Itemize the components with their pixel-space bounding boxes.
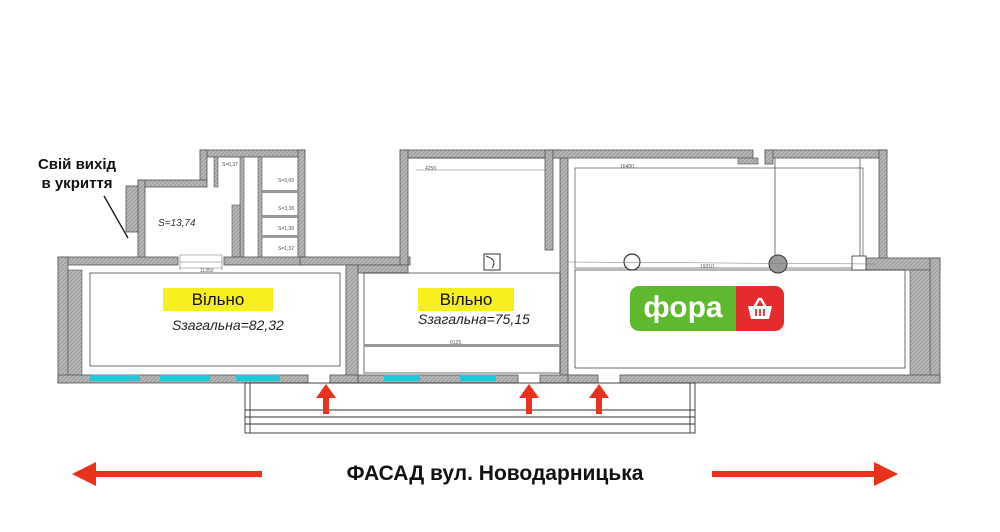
unit-2-area: Sзагальна=75,15 (418, 311, 530, 327)
unit-right-walls (552, 149, 941, 384)
shelter-pointer-line (103, 195, 129, 239)
utility-room-area: S=13,74 (158, 218, 196, 229)
shelter-line-1: Свій вихід (37, 156, 117, 173)
shelter-exit-note: Свій вихід в укриття (22, 155, 132, 193)
shelter-line-2: в укриття (41, 175, 113, 192)
facade-windows (90, 375, 496, 381)
entrance-arrow-2 (519, 384, 539, 414)
entrance-arrows (316, 384, 609, 414)
technical-block (125, 149, 306, 270)
facade-arrow-left (72, 462, 262, 486)
unit-2-status: Вільно (418, 288, 514, 311)
unit-1-area: Sзагальна=82,32 (172, 317, 284, 333)
facade-street-label: ФАСАД вул. Новодарницька (346, 462, 644, 485)
entrance-steps (244, 382, 696, 434)
unit-middle-walls (357, 149, 581, 384)
tenant-logo-text: фора (630, 286, 736, 331)
unit-1-status: Вільно (163, 288, 273, 311)
facade-arrow-right (712, 462, 898, 486)
basket-icon (736, 286, 784, 331)
entrance-arrow-3 (589, 384, 609, 414)
entrance-arrow-1 (316, 384, 336, 414)
